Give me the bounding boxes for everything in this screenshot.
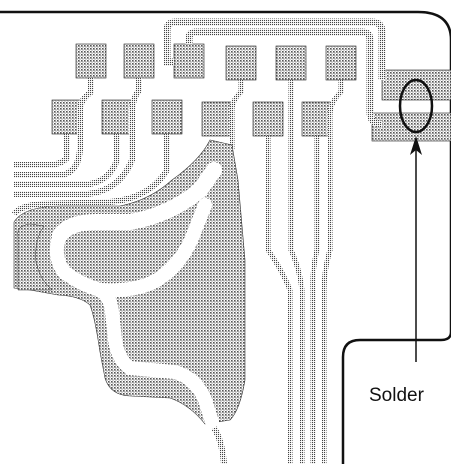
pad <box>201 101 233 137</box>
bottom-trace <box>211 426 227 464</box>
solder-label: Solder <box>369 385 425 406</box>
pad <box>301 101 333 137</box>
isolation-channel-branch <box>93 198 212 298</box>
solder-pad-group <box>371 69 451 142</box>
pad <box>225 45 257 81</box>
solder-ellipse <box>398 78 434 134</box>
left-trace-bundle <box>11 78 170 216</box>
solder-pad-lower <box>371 112 451 142</box>
pad <box>252 101 284 137</box>
pad <box>151 99 183 135</box>
isolation-channel <box>52 162 222 243</box>
pad <box>325 45 357 81</box>
pad <box>123 43 155 79</box>
isolation-channel-left <box>49 228 219 429</box>
pad <box>75 43 107 79</box>
pad <box>275 45 307 81</box>
center-trace-bundle <box>229 80 344 464</box>
top-loop-trace <box>163 18 386 128</box>
solder-pad-upper <box>381 69 451 101</box>
top-pad-row <box>75 43 357 81</box>
callout-arrowhead <box>410 136 422 155</box>
isolation-pour-left-island <box>17 223 53 291</box>
bottom-pad-row <box>51 99 333 137</box>
pad <box>173 43 205 79</box>
board-outline-cutout <box>341 331 451 464</box>
pad <box>101 99 133 135</box>
